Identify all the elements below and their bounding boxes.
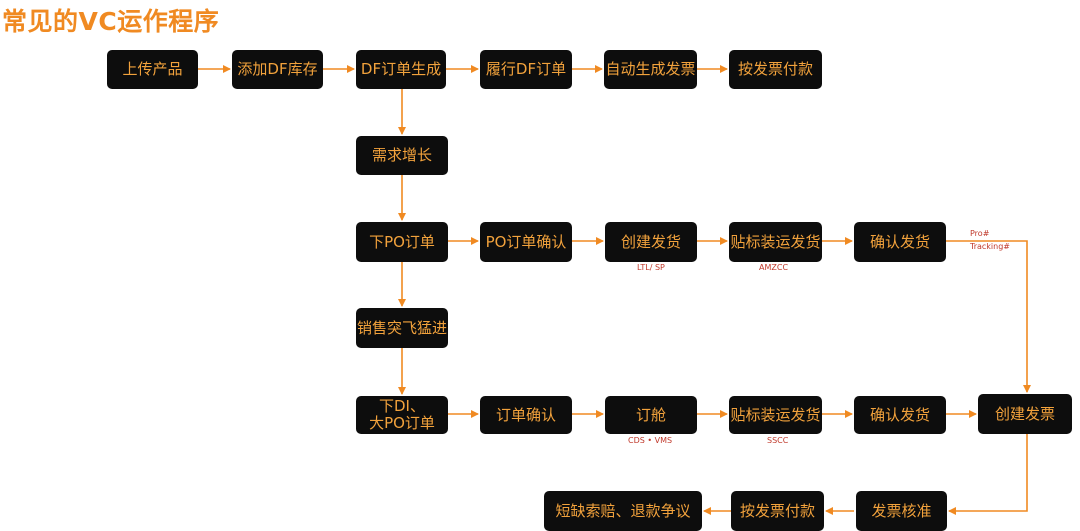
node-label: 下PO订单 bbox=[369, 232, 435, 251]
node-label: 创建发货 bbox=[620, 232, 681, 251]
node-label: DF订单生成 bbox=[360, 60, 442, 78]
node-shortage-claims-refund-disputes: 短缺索赔、退款争议 bbox=[544, 491, 702, 531]
node-label: 上传产品 bbox=[122, 60, 183, 78]
node-label: 履行DF订单 bbox=[485, 60, 567, 78]
node-label-and-ship-po: 贴标装运发货 bbox=[729, 222, 822, 262]
arrow-createinvoice-to-approval bbox=[948, 434, 1028, 515]
node-label-and-ship-di: 贴标装运发货 bbox=[729, 396, 822, 434]
node-po-order-confirm: PO订单确认 bbox=[480, 222, 572, 262]
node-label-line2: 大PO订单 bbox=[369, 414, 435, 432]
node-df-order-generated: DF订单生成 bbox=[356, 50, 446, 89]
node-demand-growth: 需求增长 bbox=[356, 136, 448, 175]
node-place-po-order: 下PO订单 bbox=[356, 222, 448, 262]
arrow-confirm1-to-createinvoice bbox=[946, 240, 1031, 393]
node-confirm-shipment-di: 确认发货 bbox=[854, 396, 946, 434]
node-fulfill-df-order: 履行DF订单 bbox=[480, 50, 572, 89]
note-cds-vms: CDS • VMS bbox=[628, 436, 673, 445]
node-pay-by-invoice-bottom: 按发票付款 bbox=[731, 491, 824, 531]
node-label: 销售突飞猛进 bbox=[356, 318, 447, 337]
node-upload-product: 上传产品 bbox=[107, 50, 198, 89]
node-label: PO订单确认 bbox=[485, 232, 567, 251]
note-amzcc: AMZCC bbox=[759, 263, 789, 272]
node-pay-by-invoice-top: 按发票付款 bbox=[729, 50, 822, 89]
node-add-df-inventory: 添加DF库存 bbox=[232, 50, 323, 89]
node-label-line1: 下DI、 bbox=[379, 397, 425, 415]
node-invoice-approval: 发票核准 bbox=[856, 491, 947, 531]
node-label: 确认发货 bbox=[869, 232, 930, 251]
node-place-di-order: 下DI、 大PO订单 bbox=[356, 396, 448, 434]
node-label: 订舱 bbox=[635, 405, 666, 424]
node-label: 贴标装运发货 bbox=[730, 232, 821, 251]
node-label: 添加DF库存 bbox=[237, 60, 318, 78]
node-label: 订单确认 bbox=[495, 405, 556, 424]
node-label: 按发票付款 bbox=[739, 501, 815, 520]
node-create-invoice: 创建发票 bbox=[978, 394, 1072, 434]
node-label: 创建发票 bbox=[994, 404, 1055, 423]
node-label: 短缺索赔、退款争议 bbox=[555, 501, 691, 520]
note-ltl-sp: LTL/ SP bbox=[637, 263, 665, 272]
note-pro: Pro# bbox=[970, 229, 990, 238]
note-sscc: SSCC bbox=[767, 436, 789, 445]
node-auto-generate-invoice: 自动生成发票 bbox=[604, 50, 697, 89]
node-label: 贴标装运发货 bbox=[730, 405, 821, 424]
node-label: 确认发货 bbox=[869, 405, 930, 424]
node-label: 按发票付款 bbox=[737, 60, 813, 78]
note-tracking: Tracking# bbox=[970, 242, 1011, 251]
node-label: 自动生成发票 bbox=[605, 60, 696, 78]
node-create-shipment: 创建发货 bbox=[605, 222, 697, 262]
node-label: 需求增长 bbox=[371, 146, 432, 164]
node-order-confirm: 订单确认 bbox=[480, 396, 572, 434]
node-book-space: 订舱 bbox=[605, 396, 697, 434]
node-confirm-shipment-po: 确认发货 bbox=[854, 222, 946, 262]
node-label: 发票核准 bbox=[871, 501, 932, 520]
node-sales-surge: 销售突飞猛进 bbox=[356, 308, 448, 348]
diagram-title: 常见的VC运作程序 bbox=[2, 7, 220, 36]
